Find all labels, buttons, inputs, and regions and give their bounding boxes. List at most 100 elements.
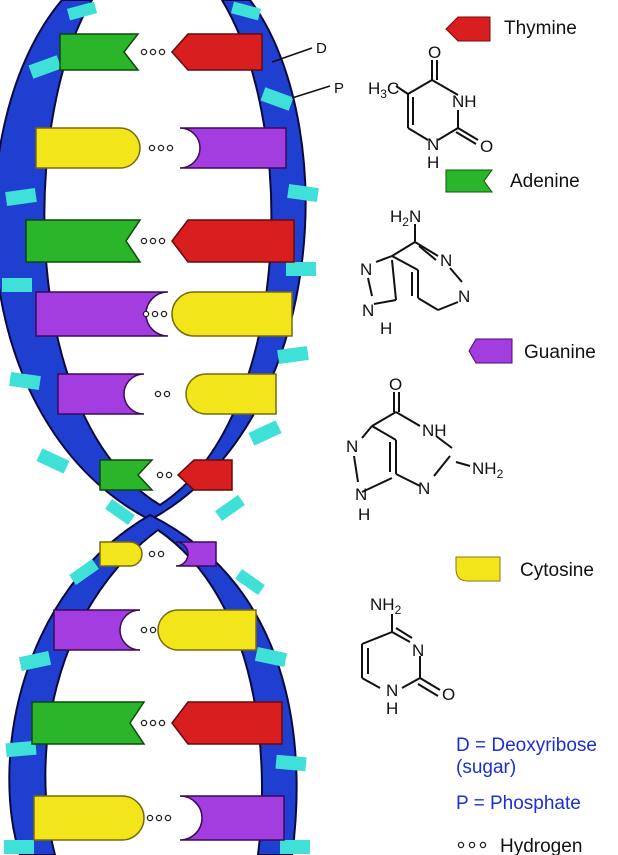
cytosine-base: [35, 127, 141, 169]
base-pairs: [25, 33, 295, 841]
hydrogen-bond-dot: [160, 310, 168, 318]
hydrogen-bond-dot: [156, 471, 164, 479]
thymine-base: [171, 701, 283, 745]
cytosine-label: Cytosine: [520, 560, 594, 581]
guanine-swatch: [468, 338, 513, 364]
cytosine-nh2: NH2: [370, 595, 402, 617]
guanine-h: H: [358, 505, 370, 524]
guanine-base: [53, 609, 141, 651]
phosphate-block: [215, 495, 245, 521]
guanine-structure: [353, 392, 471, 493]
cytosine-n1: N: [386, 681, 398, 700]
guanine-n9: N: [355, 485, 367, 504]
hydrogen-bond-dot: [142, 310, 150, 318]
phosphate-block: [287, 183, 319, 203]
phosphate-block: [275, 754, 307, 772]
p-label: P: [334, 80, 344, 97]
hydrogen-bond-dot: [148, 550, 156, 558]
cytosine-base: [99, 541, 143, 567]
hydrogen-bond-dot: [158, 719, 166, 727]
hydrogen-bond-dot: [148, 144, 156, 152]
adenine-swatch: [445, 169, 493, 193]
hydrogen-bond-dot: [165, 471, 173, 479]
hydrogen-bond-dot: [149, 237, 157, 245]
phosphate-block: [280, 840, 310, 854]
phosphate-block: [4, 840, 34, 854]
guanine-n3: N: [418, 479, 430, 498]
adenine-n9: N: [362, 301, 374, 320]
phosphate-block: [286, 262, 316, 276]
p-pointer-line: [291, 85, 331, 99]
hydrogen-bond-dot: [140, 719, 148, 727]
thymine-h: H: [427, 153, 439, 172]
phosphate-block: [36, 448, 70, 474]
hydrogen-bond-dot: [155, 814, 163, 822]
adenine-base: [31, 701, 146, 745]
legend-adenine: Adenine: [445, 169, 580, 193]
thymine-base: [176, 459, 233, 491]
hydrogen-bond-dot: [158, 48, 166, 56]
phosphate-block: [2, 278, 32, 292]
guanine-base: [179, 795, 285, 841]
hydrogen-bond-dot: [149, 626, 157, 634]
guanine-base: [175, 541, 217, 567]
cytosine-swatch: [455, 556, 501, 582]
note-deoxyribose: D = Deoxyribose: [456, 735, 597, 756]
cytosine-base: [157, 609, 257, 651]
adenine-n3: N: [458, 287, 470, 306]
guanine-nh2: NH2: [472, 459, 504, 481]
cytosine-structure: [361, 614, 441, 697]
adenine-h: H: [380, 319, 392, 338]
cytosine-base: [171, 291, 293, 337]
thymine-swatch: [445, 16, 491, 42]
phosphate-block: [235, 569, 265, 595]
phosphate-block: [69, 559, 99, 585]
thymine-nh: NH: [452, 92, 477, 111]
phosphate-block: [28, 55, 62, 79]
thymine-n: N: [427, 135, 439, 154]
guanine-n7: N: [346, 437, 358, 456]
d-pointer-line: [271, 47, 313, 63]
cytosine-h: H: [386, 699, 398, 718]
guanine-base: [179, 127, 287, 169]
hydrogen-bond-dot: [158, 237, 166, 245]
phosphate-block: [254, 647, 288, 667]
adenine-base: [59, 33, 140, 71]
hydrogen-bond-dot: [164, 814, 172, 822]
phosphate-block: [9, 371, 41, 391]
legend-cytosine: Cytosine: [455, 556, 594, 582]
hydrogen-bond-dot: [146, 814, 154, 822]
thymine-o-right: O: [480, 137, 493, 156]
legend-guanine: Guanine: [468, 338, 596, 364]
hydrogen-bond-dot: [140, 626, 148, 634]
adenine-base: [25, 219, 142, 263]
thymine-base: [171, 219, 295, 263]
thymine-structure: [395, 60, 479, 145]
note-phosphate: P = Phosphate: [456, 793, 581, 814]
thymine-label: Thymine: [504, 18, 577, 39]
legend-thymine: Thymine: [445, 16, 577, 42]
phosphate-block: [230, 1, 262, 21]
adenine-amine: H2N: [390, 207, 421, 229]
phosphate-block: [105, 499, 135, 525]
hydrogen-bond-dot: [166, 144, 174, 152]
cytosine-o: O: [442, 685, 455, 704]
hydrogen-bond-dot: [163, 390, 171, 398]
thymine-base: [170, 33, 263, 71]
cytosine-n3: N: [412, 641, 424, 660]
adenine-n1: N: [440, 251, 452, 270]
phosphate-block: [66, 1, 98, 21]
hydrogen-bond-legend-icon: [457, 841, 487, 849]
cytosine-base: [33, 795, 145, 841]
cytosine-base: [185, 373, 277, 415]
adenine-base: [99, 459, 154, 491]
phosphate-block: [277, 345, 309, 365]
phosphate-block: [248, 420, 282, 446]
hydrogen-bond-dot: [140, 48, 148, 56]
thymine-o-top: O: [428, 43, 441, 62]
thymine-methyl: H3C: [368, 79, 399, 101]
hydrogen-bond-dot: [149, 719, 157, 727]
hydrogen-bond-dot: [151, 310, 159, 318]
hydrogen-bond-dot: [157, 550, 165, 558]
